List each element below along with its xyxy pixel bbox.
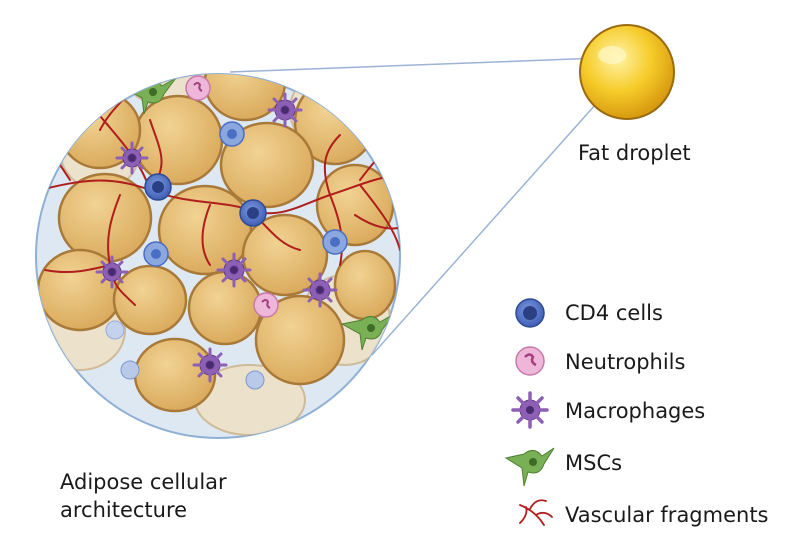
legend-icons	[504, 298, 555, 526]
fat-droplet-label: Fat droplet	[578, 141, 691, 165]
msc-icon	[504, 447, 555, 487]
tissue-label-line2: architecture	[60, 498, 188, 522]
tissue-magnification-circle	[35, 73, 401, 439]
tissue-label: Adipose cellular architecture	[60, 468, 227, 524]
legend-label-macrophages: Macrophages	[565, 399, 706, 423]
legend-label-vascular: Vascular fragments	[565, 503, 769, 527]
zoom-line-bottom	[371, 94, 605, 356]
legend-label-mscs: MSCs	[565, 451, 623, 475]
zoom-line-top	[229, 57, 601, 73]
cd4-cell-icon	[515, 298, 545, 328]
tissue-label-line1: Adipose cellular	[60, 470, 227, 494]
legend-label-neutrophils: Neutrophils	[565, 350, 686, 374]
vascular-fragment-icon	[519, 499, 553, 526]
neutrophil-icon	[515, 346, 545, 376]
fat-droplet-icon	[579, 24, 675, 120]
macrophage-icon	[511, 391, 549, 429]
legend-label-cd4: CD4 cells	[565, 301, 663, 325]
